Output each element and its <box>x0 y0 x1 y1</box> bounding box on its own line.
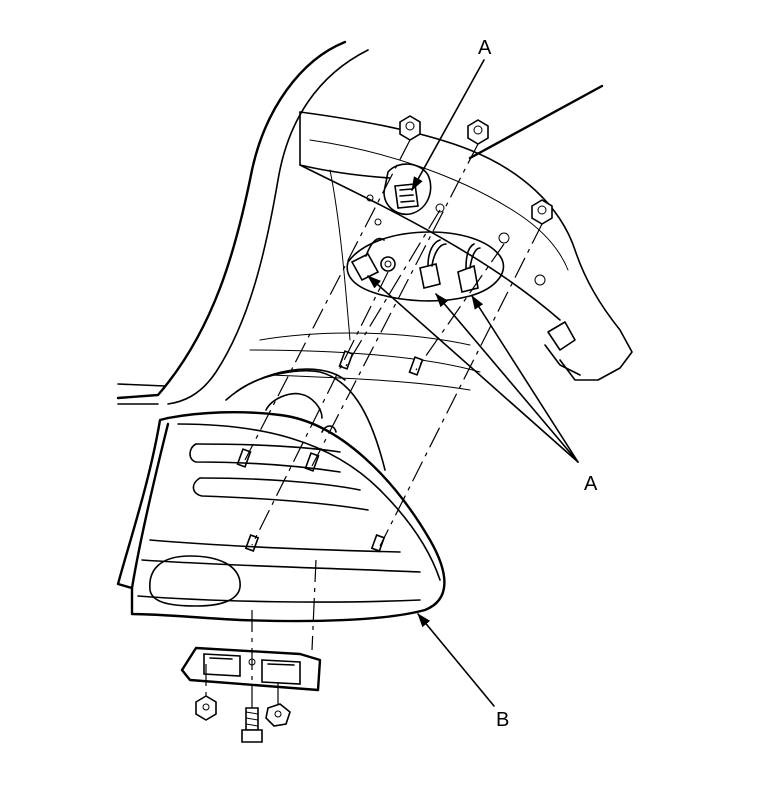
leader-arrows <box>367 59 579 707</box>
mounting-nut-2 <box>467 119 489 145</box>
bulb-socket-left <box>350 237 396 282</box>
mounting-nut-1 <box>399 115 421 141</box>
mounting-nut-3 <box>531 199 553 225</box>
alignment-lines <box>205 139 543 708</box>
quarter-panel-outline <box>116 40 633 405</box>
callout-a-right: A <box>584 473 598 495</box>
bracket-nut-right <box>265 703 291 727</box>
bulb-socket-right <box>457 243 481 293</box>
bulb-socket-top <box>394 183 419 209</box>
callout-b-bottom: B <box>496 709 509 731</box>
body-holes <box>366 194 546 286</box>
callout-a-top: A <box>478 37 492 59</box>
tail-light-housing <box>116 368 446 623</box>
bracket-nut-left <box>195 695 217 721</box>
lower-bracket <box>180 646 322 692</box>
bracket-screw <box>241 707 263 743</box>
bulb-socket-center <box>419 239 447 289</box>
bulb-access-opening <box>346 163 505 302</box>
